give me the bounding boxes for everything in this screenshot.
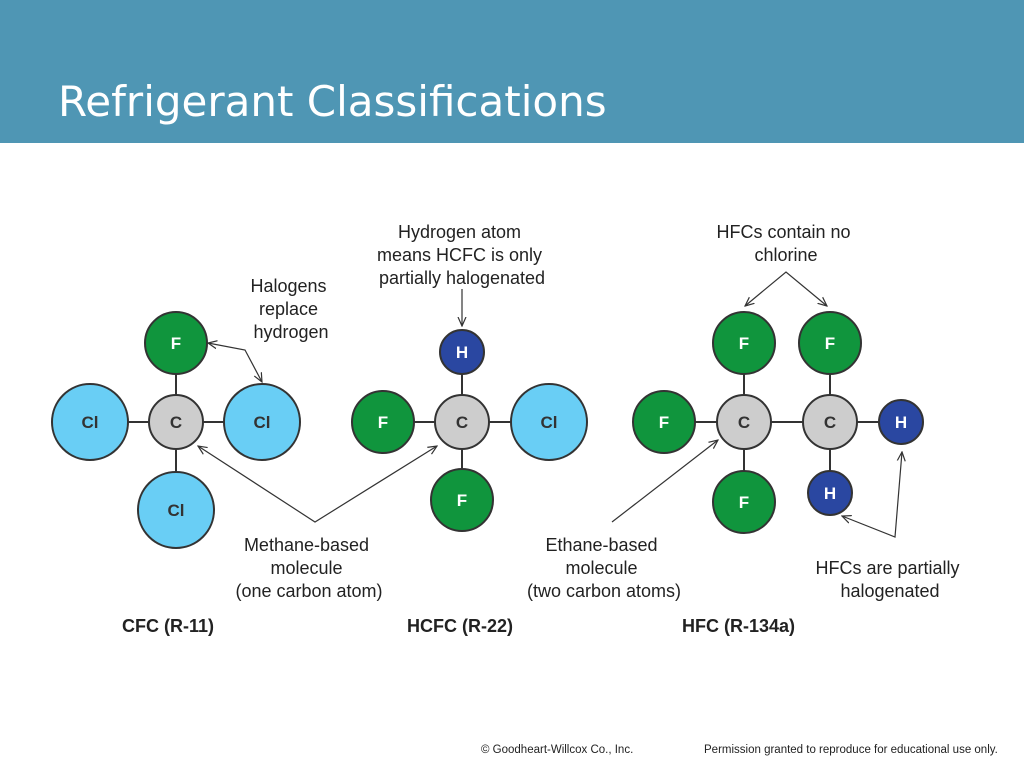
- no-chlorine-arrow: [745, 271, 827, 306]
- carbon-atom: C: [824, 413, 836, 432]
- no-chlorine-note: HFCs contain no chlorine: [716, 222, 855, 265]
- ethane-note: Ethane-based molecule (two carbon atoms): [527, 535, 681, 601]
- title-bar: Refrigerant Classifications: [0, 0, 1024, 143]
- chlorine-atom: Cl: [254, 413, 271, 432]
- fluorine-atom: F: [659, 413, 669, 432]
- hydrogen-atom: H: [456, 343, 468, 362]
- fluorine-atom: F: [457, 491, 467, 510]
- methane-arrow: [198, 446, 437, 523]
- hydrogen-atom: H: [895, 413, 907, 432]
- carbon-atom: C: [738, 413, 750, 432]
- annotation-arrows: [198, 271, 902, 538]
- halogens-note: Halogens replace hydrogen: [250, 276, 331, 342]
- fluorine-atom: F: [171, 334, 181, 353]
- methane-note: Methane-based molecule (one carbon atom): [235, 535, 382, 601]
- hfc-label: HFC (R-134a): [682, 616, 795, 636]
- partially-halogenated-note: HFCs are partially halogenated: [815, 558, 964, 601]
- partial-arrow: [842, 452, 902, 538]
- hfc-molecule: F F F F H H C C: [632, 311, 924, 534]
- slide-title: Refrigerant Classifications: [58, 77, 607, 126]
- hydrogen-atom-note: Hydrogen atom means HCFC is only partial…: [377, 222, 547, 288]
- chlorine-atom: Cl: [82, 413, 99, 432]
- fluorine-atom: F: [825, 334, 835, 353]
- chlorine-atom: Cl: [541, 413, 558, 432]
- hcfc-label: HCFC (R-22): [407, 616, 513, 636]
- copyright-notice: © Goodheart-Willcox Co., Inc.: [481, 744, 634, 756]
- cfc-molecule: Cl F Cl Cl C: [51, 311, 301, 549]
- ethane-arrow: [611, 440, 718, 523]
- carbon-atom: C: [170, 413, 182, 432]
- fluorine-atom: F: [378, 413, 388, 432]
- halogen-arrow: [208, 343, 262, 382]
- cfc-label: CFC (R-11): [122, 616, 214, 636]
- permission-notice: Permission granted to reproduce for educ…: [704, 744, 998, 756]
- hydrogen-atom: H: [824, 484, 836, 503]
- fluorine-atom: F: [739, 334, 749, 353]
- chlorine-atom: Cl: [168, 501, 185, 520]
- hcfc-molecule: F Cl H F C: [351, 329, 588, 532]
- fluorine-atom: F: [739, 493, 749, 512]
- bonds: [90, 343, 901, 510]
- carbon-atom: C: [456, 413, 468, 432]
